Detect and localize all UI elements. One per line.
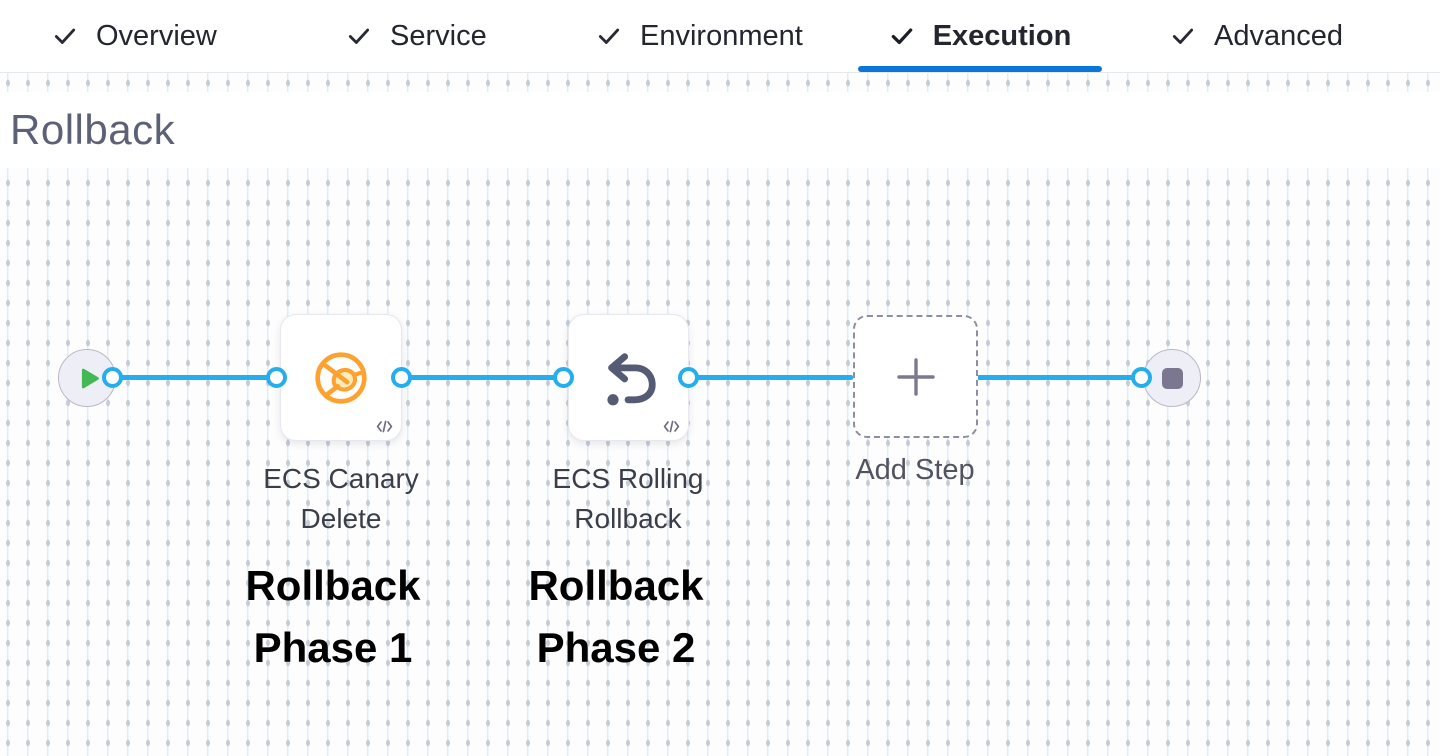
step-label-ecs-canary-delete: ECS Canary Delete (263, 463, 419, 534)
flow-line (689, 375, 853, 380)
code-icon[interactable] (663, 420, 680, 433)
connector-dot[interactable] (1131, 367, 1152, 388)
connector-dot[interactable] (102, 367, 123, 388)
tab-label: Advanced (1214, 19, 1343, 52)
tab-label: Execution (932, 19, 1072, 52)
tab-environment[interactable]: Environment (596, 0, 803, 72)
step-label-ecs-rolling-rollback: ECS Rolling Rollback (552, 463, 704, 534)
code-icon[interactable] (376, 420, 393, 433)
annotation-rollback-phase-1: Rollback Phase 1 (245, 562, 421, 671)
connector-dot[interactable] (266, 367, 287, 388)
tab-advanced[interactable]: Advanced (1170, 0, 1343, 72)
tab-service[interactable]: Service (346, 0, 487, 72)
tab-execution[interactable]: Execution (858, 0, 1102, 72)
rolling-rollback-icon (606, 352, 656, 405)
check-icon (348, 28, 370, 44)
rollback-title-band: Rollback (0, 92, 1440, 168)
connector-dot[interactable] (391, 367, 412, 388)
stop-icon (1161, 367, 1183, 389)
add-step-button[interactable] (853, 315, 978, 438)
tab-overview[interactable]: Overview (52, 0, 217, 72)
check-icon (598, 28, 620, 44)
flow-line (113, 375, 277, 380)
check-icon (891, 28, 912, 45)
section-title: Rollback (10, 106, 176, 153)
check-icon (1172, 28, 1194, 44)
add-step-label: Add Step (855, 454, 975, 486)
connector-dot[interactable] (553, 367, 574, 388)
step-node-ecs-canary-delete[interactable] (280, 314, 402, 441)
stage-config-tabbar: Overview Service Environment Execution A… (0, 0, 1440, 73)
annotation-rollback-phase-2: Rollback Phase 2 (528, 562, 704, 671)
pipeline-end-node[interactable] (1143, 349, 1201, 407)
check-icon (54, 28, 76, 44)
step-node-ecs-rolling-rollback[interactable] (568, 314, 689, 441)
flow-line (977, 375, 1143, 380)
tab-label: Overview (96, 19, 217, 52)
pipeline-canvas[interactable]: Rollback (0, 73, 1440, 756)
tab-label: Service (390, 19, 487, 52)
plus-icon (896, 357, 935, 396)
flow-line (402, 375, 564, 380)
connector-dot[interactable] (678, 367, 699, 388)
tab-label: Environment (640, 19, 803, 52)
active-tab-underline (858, 66, 1102, 72)
canary-delete-icon (315, 351, 367, 404)
play-icon (81, 368, 99, 388)
